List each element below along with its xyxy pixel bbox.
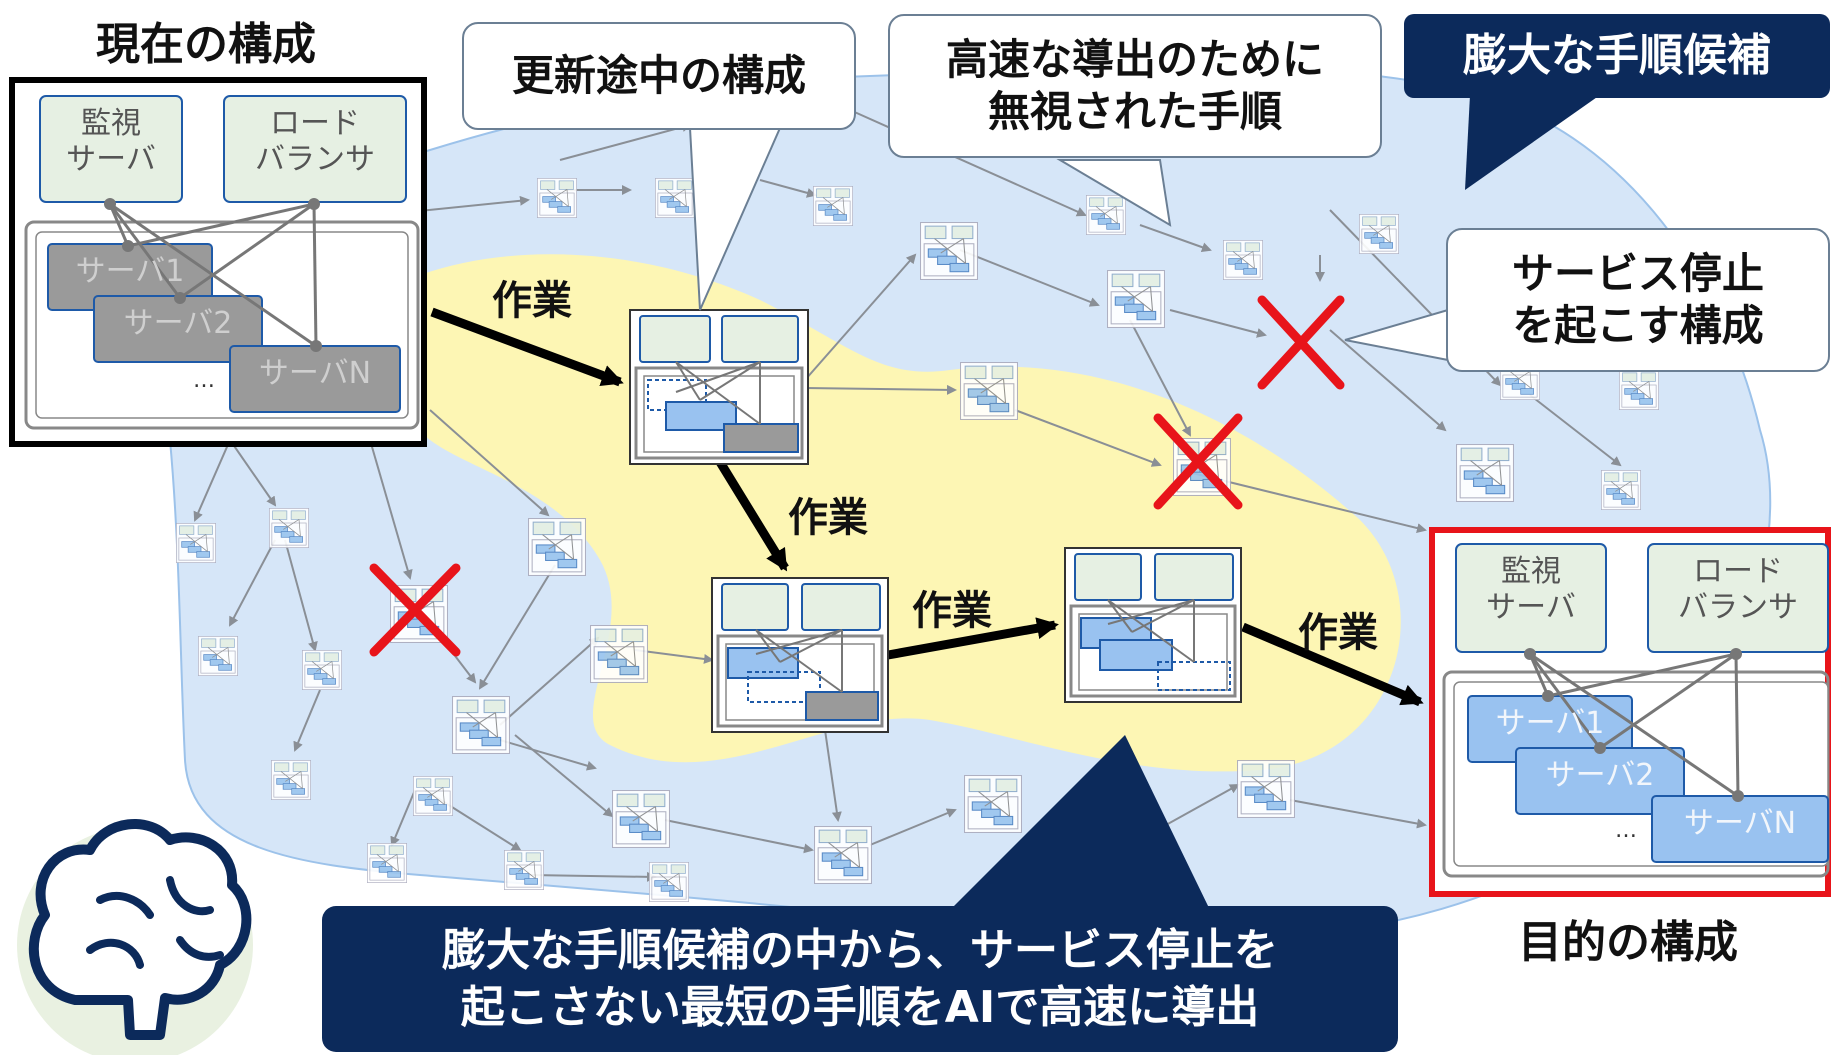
target-config-box — [1429, 527, 1831, 897]
current-config-box — [9, 77, 427, 447]
summary-callout-tail — [950, 735, 1210, 910]
server2-label: サーバ2 — [123, 306, 233, 341]
load-balancer-label: ロードバランサ — [255, 106, 375, 177]
updating-config-callout: 更新途中の構成 — [462, 22, 856, 130]
summary-banner: 膨大な手順候補の中から、サービス停止を 起こさない最短の手順をAIで高速に導出 — [322, 906, 1398, 1052]
outage-config-callout: サービス停止 を起こす構成 — [1446, 228, 1830, 372]
red-x-icon — [369, 563, 461, 657]
operation-label-3: 作業 — [912, 588, 992, 634]
target-config-title: 目的の構成 — [1518, 917, 1738, 968]
brain-icon — [17, 819, 253, 1055]
red-x-icon — [1153, 413, 1243, 510]
operation-label-4: 作業 — [1298, 610, 1378, 656]
ignored-steps-callout: 高速な導出のために 無視された手順 — [888, 14, 1382, 158]
candidates-callout-tail — [1465, 95, 1600, 190]
path-config-step3 — [1064, 547, 1242, 703]
target-server2-label: サーバ2 — [1545, 758, 1655, 793]
operation-label-1: 作業 — [492, 278, 572, 324]
server1-label: サーバ1 — [75, 254, 185, 289]
red-x-icon — [1257, 295, 1345, 390]
target-monitor-server-label: 監視サーバ — [1486, 554, 1576, 625]
path-config-step1 — [629, 309, 809, 465]
operation-label-2: 作業 — [788, 495, 868, 541]
target-ellipsis: … — [1615, 818, 1637, 843]
path-config-step2 — [711, 577, 889, 733]
ignored-callout-tail — [1056, 159, 1172, 227]
target-load-balancer-label: ロードバランサ — [1678, 554, 1798, 625]
operation-arrows — [430, 307, 1424, 707]
candidates-banner: 膨大な手順候補 — [1404, 14, 1830, 98]
candidate-step-edges — [193, 109, 1622, 882]
current-config-title: 現在の構成 — [96, 19, 316, 70]
serverN-label: サーバN — [258, 356, 372, 391]
target-server1-label: サーバ1 — [1495, 706, 1605, 741]
monitor-server-label: 監視サーバ — [66, 106, 156, 177]
ellipsis: … — [193, 368, 215, 393]
target-serverN-label: サーバN — [1683, 806, 1797, 841]
